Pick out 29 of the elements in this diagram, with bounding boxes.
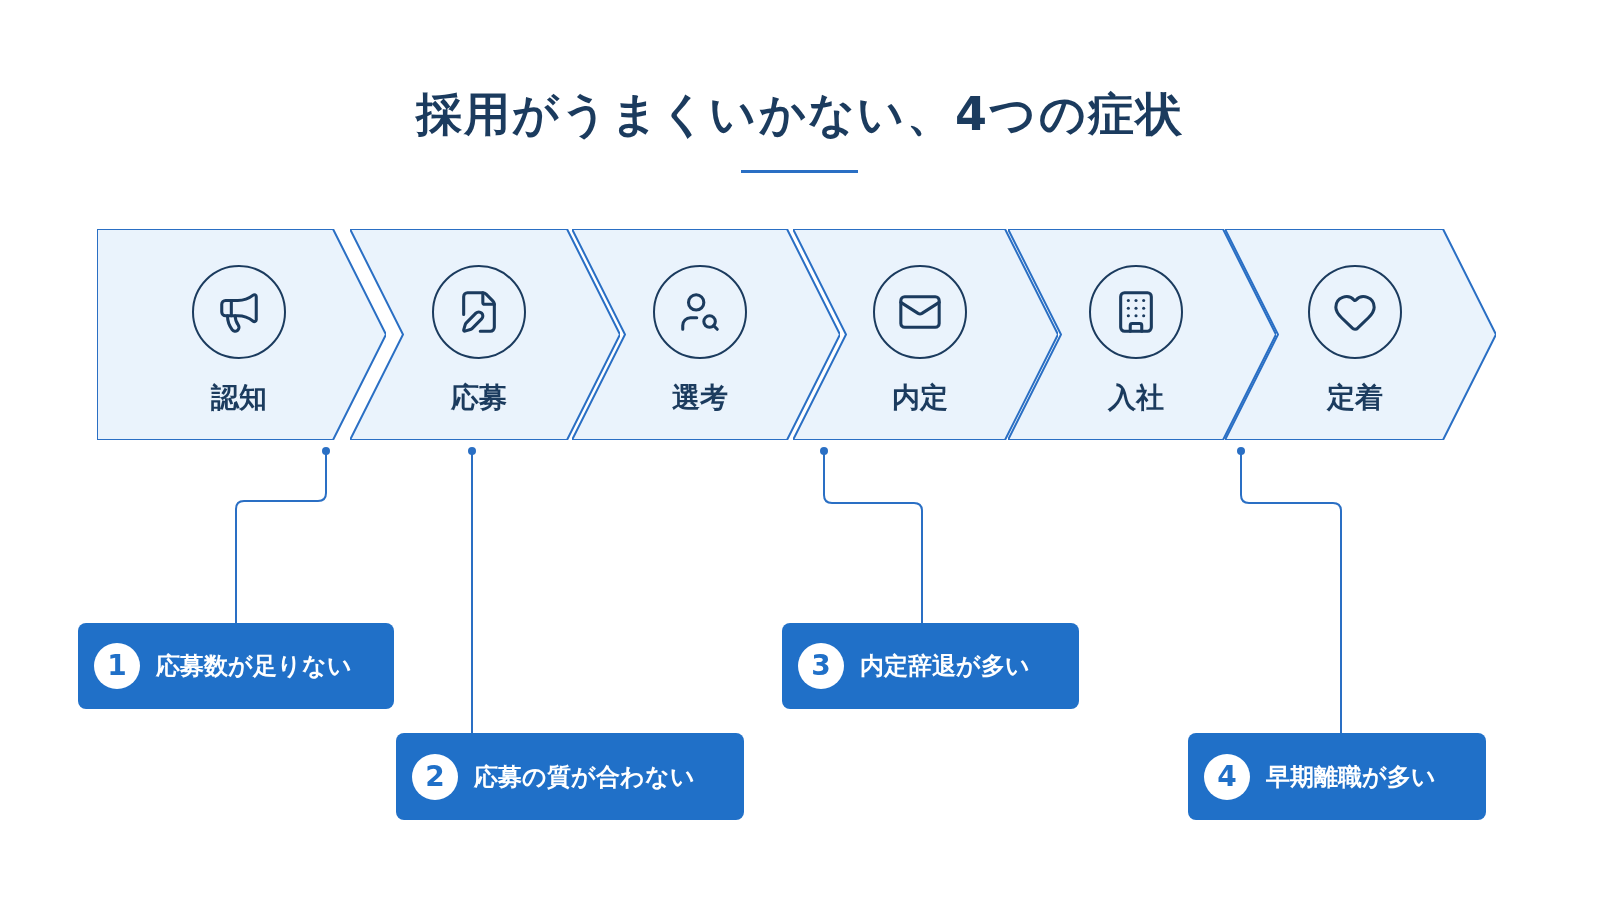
chevron-step: [97, 229, 386, 440]
number-badge: 3: [798, 643, 844, 689]
callout-box: [78, 623, 394, 709]
step-label: 応募: [451, 380, 507, 416]
callout-text: 応募の質が合わない: [474, 761, 695, 793]
step-label: 入社: [1108, 380, 1164, 416]
title: 採用がうまくいかない、4つの症状: [415, 86, 1185, 143]
number-badge: 2: [412, 753, 458, 800]
callout-text: 内定辞退が多い: [860, 651, 1030, 682]
leader-line: [1237, 447, 1342, 734]
chevron-step: [1008, 229, 1276, 440]
callout-box: [396, 733, 744, 820]
leader-line: [235, 447, 330, 624]
chevron-step: [793, 229, 1058, 440]
callout-box: [782, 623, 1079, 709]
leader-line: [820, 447, 923, 624]
chevron-step: [1225, 229, 1496, 440]
step-label: 認知: [211, 380, 267, 416]
callout-text: 早期離職が多い: [1266, 761, 1436, 793]
leader-line: [468, 447, 476, 734]
step-label: 内定: [891, 380, 948, 416]
callout-box: [1188, 733, 1486, 820]
step-label: 選考: [672, 380, 728, 416]
chevron-step: [572, 229, 840, 440]
callout-text: 応募数が足りない: [156, 651, 352, 682]
number-badge: 1: [94, 643, 140, 689]
chevron-step: [350, 229, 620, 440]
number-badge: 4: [1204, 753, 1250, 800]
step-label: 定着: [1326, 380, 1383, 416]
